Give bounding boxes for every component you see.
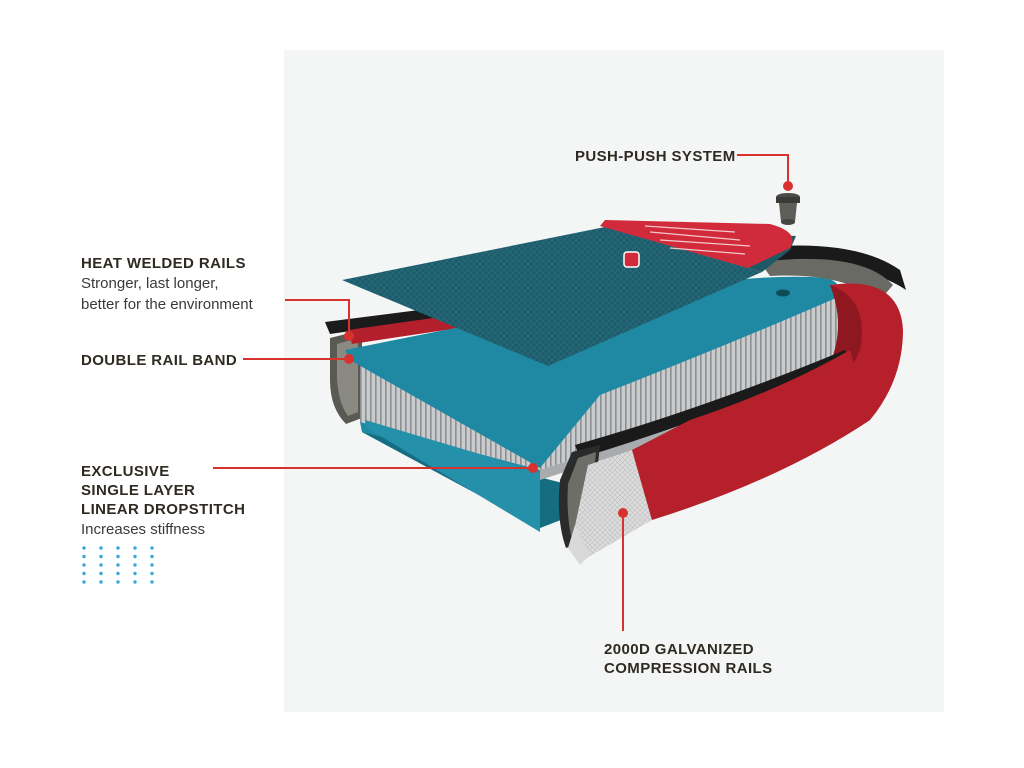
label-description: Increases stiffness <box>81 521 205 538</box>
dots-icon-dot <box>116 554 120 559</box>
dots-icon-dot <box>150 563 154 567</box>
valve-hole-icon <box>776 289 790 297</box>
dots-icon-dot <box>133 580 137 584</box>
push-push-valve-icon <box>776 193 800 225</box>
dots-icon-dot <box>150 554 154 559</box>
dots-icon-dot <box>150 571 154 576</box>
callout-dot-dropstitch <box>528 463 538 473</box>
label-title: PUSH-PUSH SYSTEM <box>575 148 736 165</box>
callout-lines <box>213 154 789 631</box>
label-title-line: LINEAR DROPSTITCH <box>81 501 246 518</box>
dots-icon-dot <box>82 571 86 576</box>
callout-dot-push <box>783 181 793 191</box>
label-title-line: SINGLE LAYER <box>81 482 196 499</box>
dots-icon-dot <box>150 546 154 550</box>
bottom-core-layer <box>365 420 540 532</box>
dots-icon-dot <box>116 580 120 584</box>
label-description-line: Stronger, last longer, <box>81 275 219 292</box>
label-heat-welded-rails: HEAT WELDED RAILS Stronger, last longer,… <box>81 254 253 315</box>
callout-line-heat <box>285 299 350 334</box>
tail-pad <box>600 220 793 268</box>
dots-icon-dot <box>82 563 86 567</box>
dots-icon-dot <box>99 546 103 550</box>
label-title: DOUBLE RAIL BAND <box>81 352 238 369</box>
dots-icon-dot <box>133 563 137 567</box>
callout-dot-double <box>344 354 354 364</box>
dots-icon-dot <box>133 546 137 550</box>
label-description-line: better for the environment <box>81 296 253 313</box>
callout-dots <box>344 181 793 518</box>
label-title-line: EXCLUSIVE <box>81 463 170 480</box>
dots-icon-dot <box>150 580 154 584</box>
dots-icon-dot <box>99 554 103 559</box>
label-push-push-system: PUSH-PUSH SYSTEM <box>575 147 736 166</box>
dots-icon-dot <box>99 563 103 567</box>
dots-icon-dot <box>99 571 103 576</box>
brand-logo-icon <box>623 251 640 268</box>
top-core-layer <box>345 276 839 468</box>
callout-line-push <box>737 154 789 185</box>
front-rail-cut <box>558 350 870 565</box>
dots-icon-dot <box>116 563 120 567</box>
dots-icon-dot <box>133 554 137 559</box>
dots-icon-dot <box>82 546 86 550</box>
label-title-line: COMPRESSION RAILS <box>604 660 773 677</box>
label-galvanized-compression-rails: 2000D GALVANIZED COMPRESSION RAILS <box>604 640 772 678</box>
dropstitch-dots-icon <box>82 546 154 584</box>
label-linear-dropstitch: EXCLUSIVE SINGLE LAYER LINEAR DROPSTITCH… <box>81 462 245 540</box>
dots-icon-dot <box>82 580 86 584</box>
dots-icon-dot <box>133 571 137 576</box>
label-title-line: 2000D GALVANIZED <box>604 641 755 658</box>
dots-icon-dot <box>116 571 120 576</box>
label-title: HEAT WELDED RAILS <box>81 255 246 272</box>
dots-icon-dot <box>99 580 103 584</box>
dots-icon-dot <box>82 554 86 559</box>
callout-dot-galvanized <box>618 508 628 518</box>
dots-icon-dot <box>116 546 120 550</box>
label-double-rail-band: DOUBLE RAIL BAND <box>81 351 237 370</box>
callout-dot-heat <box>344 331 354 341</box>
